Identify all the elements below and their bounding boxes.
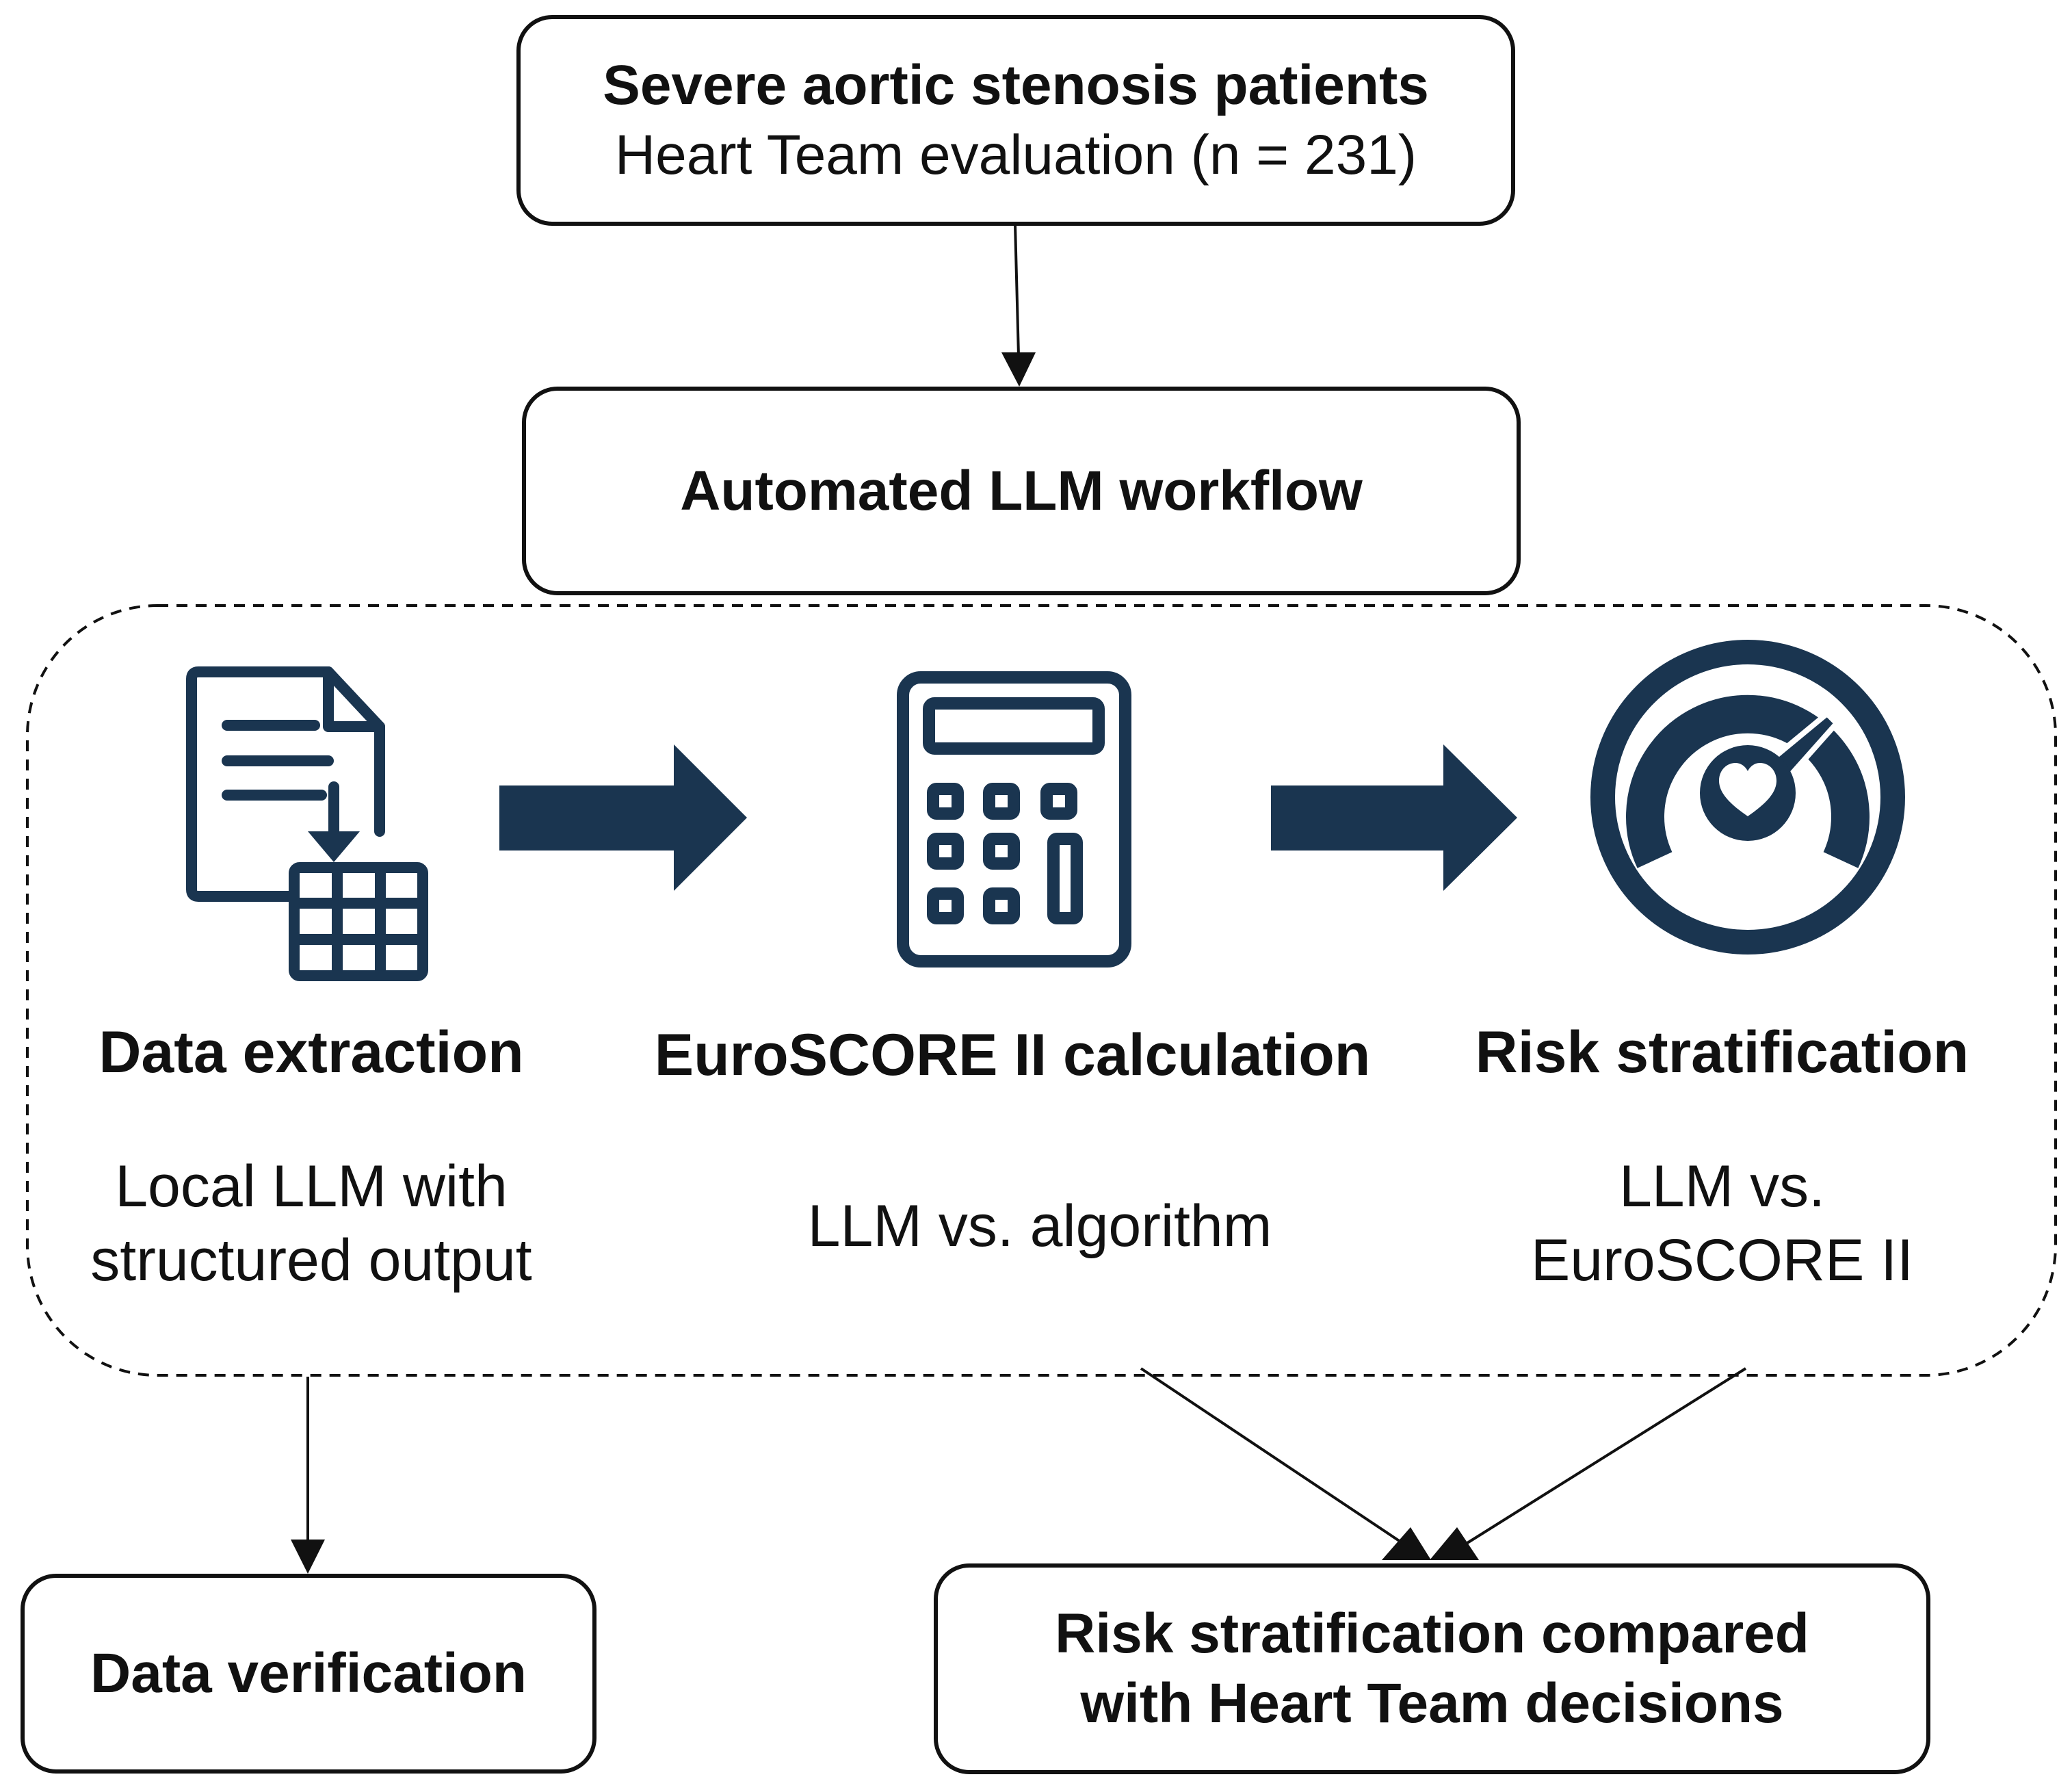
heart-gauge-icon bbox=[1590, 640, 1905, 955]
document-to-table-icon bbox=[186, 666, 428, 981]
step-title-euroscore: EuroSCORE II calculation bbox=[654, 1022, 1371, 1088]
arrow-top-to-workflow bbox=[1001, 224, 1036, 387]
arrow-to-comparison-right bbox=[1430, 1367, 1747, 1560]
step-desc-euroscore: LLM vs. algorithm bbox=[807, 1193, 1272, 1259]
data-verification-title: Data verification bbox=[90, 1642, 527, 1704]
top-box-subtitle: Heart Team evaluation (n = 231) bbox=[614, 124, 1417, 186]
step-desc-data-extraction: Local LLM with structured output bbox=[38, 1150, 585, 1297]
comparison-line1: Risk stratification compared bbox=[1055, 1602, 1809, 1665]
comparison-line2: with Heart Team decisions bbox=[1080, 1672, 1784, 1735]
step-title-data-extraction: Data extraction bbox=[99, 1020, 524, 1085]
step-desc-risk-line1: LLM vs. bbox=[1618, 1154, 1826, 1219]
flow-arrow-2 bbox=[1271, 744, 1517, 891]
step-desc-data-extraction-line2: structured output bbox=[90, 1228, 532, 1293]
step-desc-data-extraction-line1: Local LLM with bbox=[115, 1154, 508, 1219]
top-box: Severe aortic stenosis patients Heart Te… bbox=[516, 15, 1515, 226]
arrow-to-data-verification bbox=[291, 1377, 325, 1574]
workflow-box: Automated LLM workflow bbox=[522, 387, 1521, 595]
step-desc-risk-stratification: LLM vs. EuroSCORE II bbox=[1402, 1150, 2042, 1297]
top-box-title: Severe aortic stenosis patients bbox=[603, 54, 1429, 116]
comparison-box: Risk stratification compared with Heart … bbox=[934, 1563, 1930, 1774]
calculator-icon bbox=[897, 671, 1131, 968]
workflow-box-title: Automated LLM workflow bbox=[680, 459, 1363, 522]
step-title-risk-stratification: Risk stratification bbox=[1475, 1020, 1969, 1085]
arrow-to-comparison-left bbox=[1140, 1367, 1431, 1560]
step-desc-risk-line2: EuroSCORE II bbox=[1530, 1228, 1914, 1293]
data-verification-box: Data verification bbox=[21, 1574, 596, 1774]
workflow-group-dashed-border bbox=[26, 604, 2057, 1377]
flow-arrow-1 bbox=[499, 744, 747, 891]
